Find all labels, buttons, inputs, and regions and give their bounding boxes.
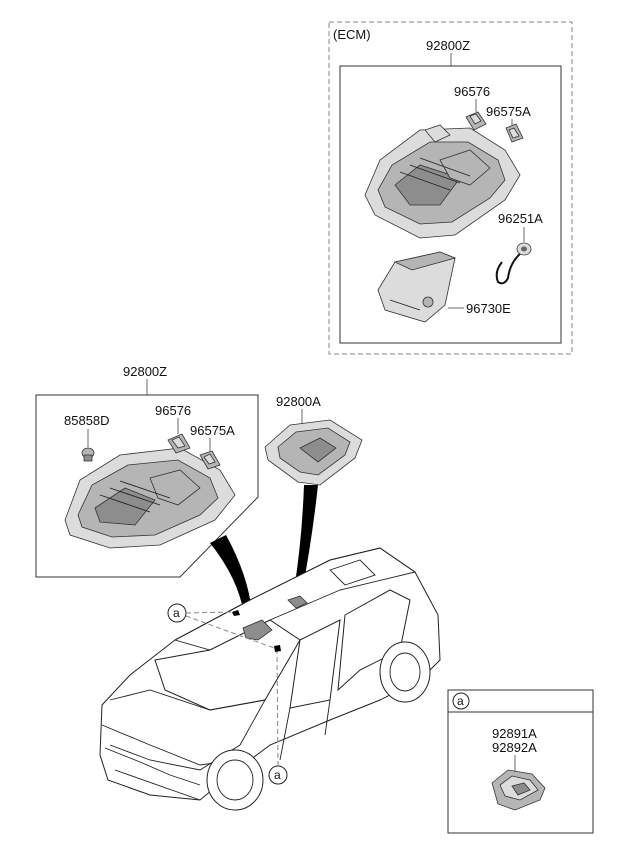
- ecm-label-96576: 96576: [454, 84, 490, 99]
- ecm-dashed-border: [328, 21, 573, 355]
- main-assembly-frame: [35, 394, 259, 578]
- ecm-inner-frame: [339, 65, 562, 344]
- ecm-label-96251a: 96251A: [498, 211, 543, 226]
- ecm-bulb-96575a: [505, 123, 524, 143]
- ecm-label-96730e: 96730E: [466, 301, 511, 316]
- lamp-92800a-part: [264, 419, 363, 486]
- ecm-overhead-console: [364, 124, 521, 239]
- car-illustration: [99, 547, 441, 811]
- car-console-location: [242, 619, 273, 641]
- ecm-bulb-96576: [465, 111, 487, 131]
- lamp-92800a-label: 92800A: [276, 394, 321, 409]
- main-clip-85858d: [81, 447, 95, 462]
- callout-a-lamp-part: [491, 769, 546, 811]
- car-marker-top-letter: a: [173, 606, 180, 620]
- main-bulb-96576: [167, 433, 191, 454]
- arrow-lamp-to-car: [294, 485, 318, 592]
- callout-a-group: a 92891A 92892A: [447, 689, 594, 834]
- ecm-wire-harness-96251a: [495, 242, 532, 285]
- callout-a-label-92892a: 92892A: [492, 740, 537, 755]
- main-assembly-group: 92800Z 85858D 96576 96575A: [35, 364, 259, 578]
- ecm-label-96575a: 96575A: [486, 104, 531, 119]
- ecm-module-96730e: [377, 251, 457, 323]
- car-lamp-location: [287, 595, 308, 609]
- main-label-85858d: 85858D: [64, 413, 110, 428]
- car-marker-bottom-letter: a: [274, 768, 281, 782]
- main-assembly-label: 92800Z: [123, 364, 167, 379]
- callout-a-label-92891a: 92891A: [492, 726, 537, 741]
- callout-a-frame: [447, 689, 594, 834]
- ecm-group: (ECM) 92800Z 96576 96575A: [328, 21, 573, 355]
- location-arrows: [210, 485, 318, 614]
- arrow-main-to-car: [210, 535, 252, 614]
- main-bulb-96575a: [199, 450, 221, 470]
- main-label-96576: 96576: [155, 403, 191, 418]
- callout-a-marker-letter: a: [457, 694, 464, 708]
- ecm-tag: (ECM): [333, 27, 371, 42]
- car-marker-bottom: a: [268, 651, 288, 785]
- callout-a-marker-circle: [452, 692, 470, 710]
- main-overhead-console: [64, 447, 236, 549]
- lamp-92800a-group: 92800A: [264, 394, 363, 486]
- main-label-96575a: 96575A: [190, 423, 235, 438]
- ecm-assembly-label: 92800Z: [426, 38, 470, 53]
- car-marker-top: a: [167, 603, 275, 649]
